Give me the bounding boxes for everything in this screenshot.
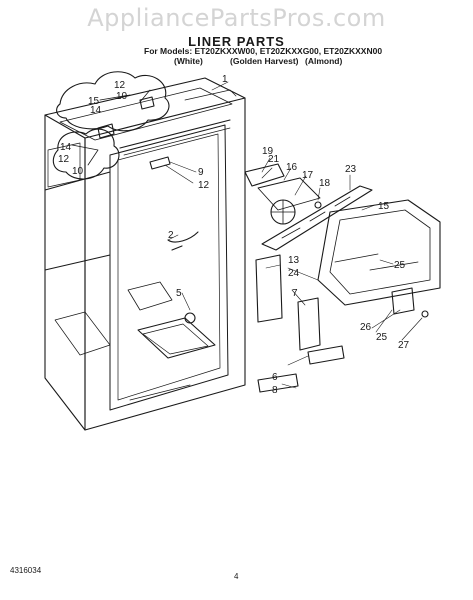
thermostat-part: [97, 123, 115, 139]
callout-24: 24: [288, 268, 300, 279]
wiring-harness-lower: [52, 128, 120, 180]
callout-21: 21: [268, 154, 280, 165]
cover-panel-13: [255, 254, 283, 323]
wire-clip-part: [149, 156, 171, 170]
callout-10-upper: 10: [116, 91, 128, 102]
callout-1: 1: [222, 74, 228, 85]
callout-16: 16: [286, 162, 298, 173]
callout-27: 27: [398, 340, 410, 351]
page-title: LINER PARTS: [188, 34, 285, 49]
callout-26: 26: [360, 322, 372, 333]
callout-labels: 1 2 5 6 7 8 9 10 10 12 12 12 13 14 14 15…: [58, 74, 410, 396]
bracket-6: [307, 345, 345, 365]
callout-25-upper: 25: [394, 260, 406, 271]
evaporator-cover: [317, 199, 441, 306]
callout-14-lower: 14: [60, 142, 72, 153]
models-line: For Models: ET20ZKXXW00, ET20ZKXXG00, ET…: [144, 46, 383, 56]
callout-23: 23: [345, 164, 357, 175]
callout-7: 7: [292, 288, 298, 299]
variant-almond: (Almond): [305, 56, 343, 66]
callout-25-lower: 25: [376, 332, 388, 343]
air-duct-strip: [261, 185, 373, 251]
callout-18: 18: [319, 178, 331, 189]
liner-cabinet: [44, 77, 246, 431]
callout-6: 6: [272, 372, 278, 383]
callout-12-upper: 12: [114, 80, 126, 91]
evaporator-fan: [244, 163, 321, 225]
callout-12-lower: 12: [58, 154, 70, 165]
variant-white: (White): [174, 56, 203, 66]
part-number: 4316034: [10, 566, 42, 575]
variant-golden-harvest: (Golden Harvest): [230, 56, 299, 66]
watermark: AppliancePartsPros.com: [87, 4, 386, 32]
page-number: 4: [234, 572, 239, 581]
strip-8: [257, 373, 299, 393]
callout-15-right: 15: [378, 201, 390, 212]
callout-17: 17: [302, 170, 314, 181]
baffle-7: [297, 297, 321, 351]
wiring-harness-upper: [56, 71, 170, 132]
drain-tube-part: [167, 231, 199, 251]
callout-13: 13: [288, 255, 300, 266]
callout-15-upper: 15: [88, 96, 100, 107]
callout-2: 2: [168, 230, 174, 241]
callout-12-mid: 12: [198, 180, 210, 191]
callout-9: 9: [198, 167, 204, 178]
callout-8: 8: [272, 385, 278, 396]
callout-19: 19: [262, 146, 274, 157]
screw-27: [421, 310, 429, 318]
callout-5: 5: [176, 288, 182, 299]
screw-part: [184, 312, 196, 324]
screw-18: [314, 201, 322, 209]
leader-lines: [164, 81, 423, 389]
callout-10-lower: 10: [72, 166, 84, 177]
light-socket-part: [139, 96, 155, 110]
bracket-26: [391, 287, 415, 315]
callout-14-upper: 14: [90, 105, 102, 116]
